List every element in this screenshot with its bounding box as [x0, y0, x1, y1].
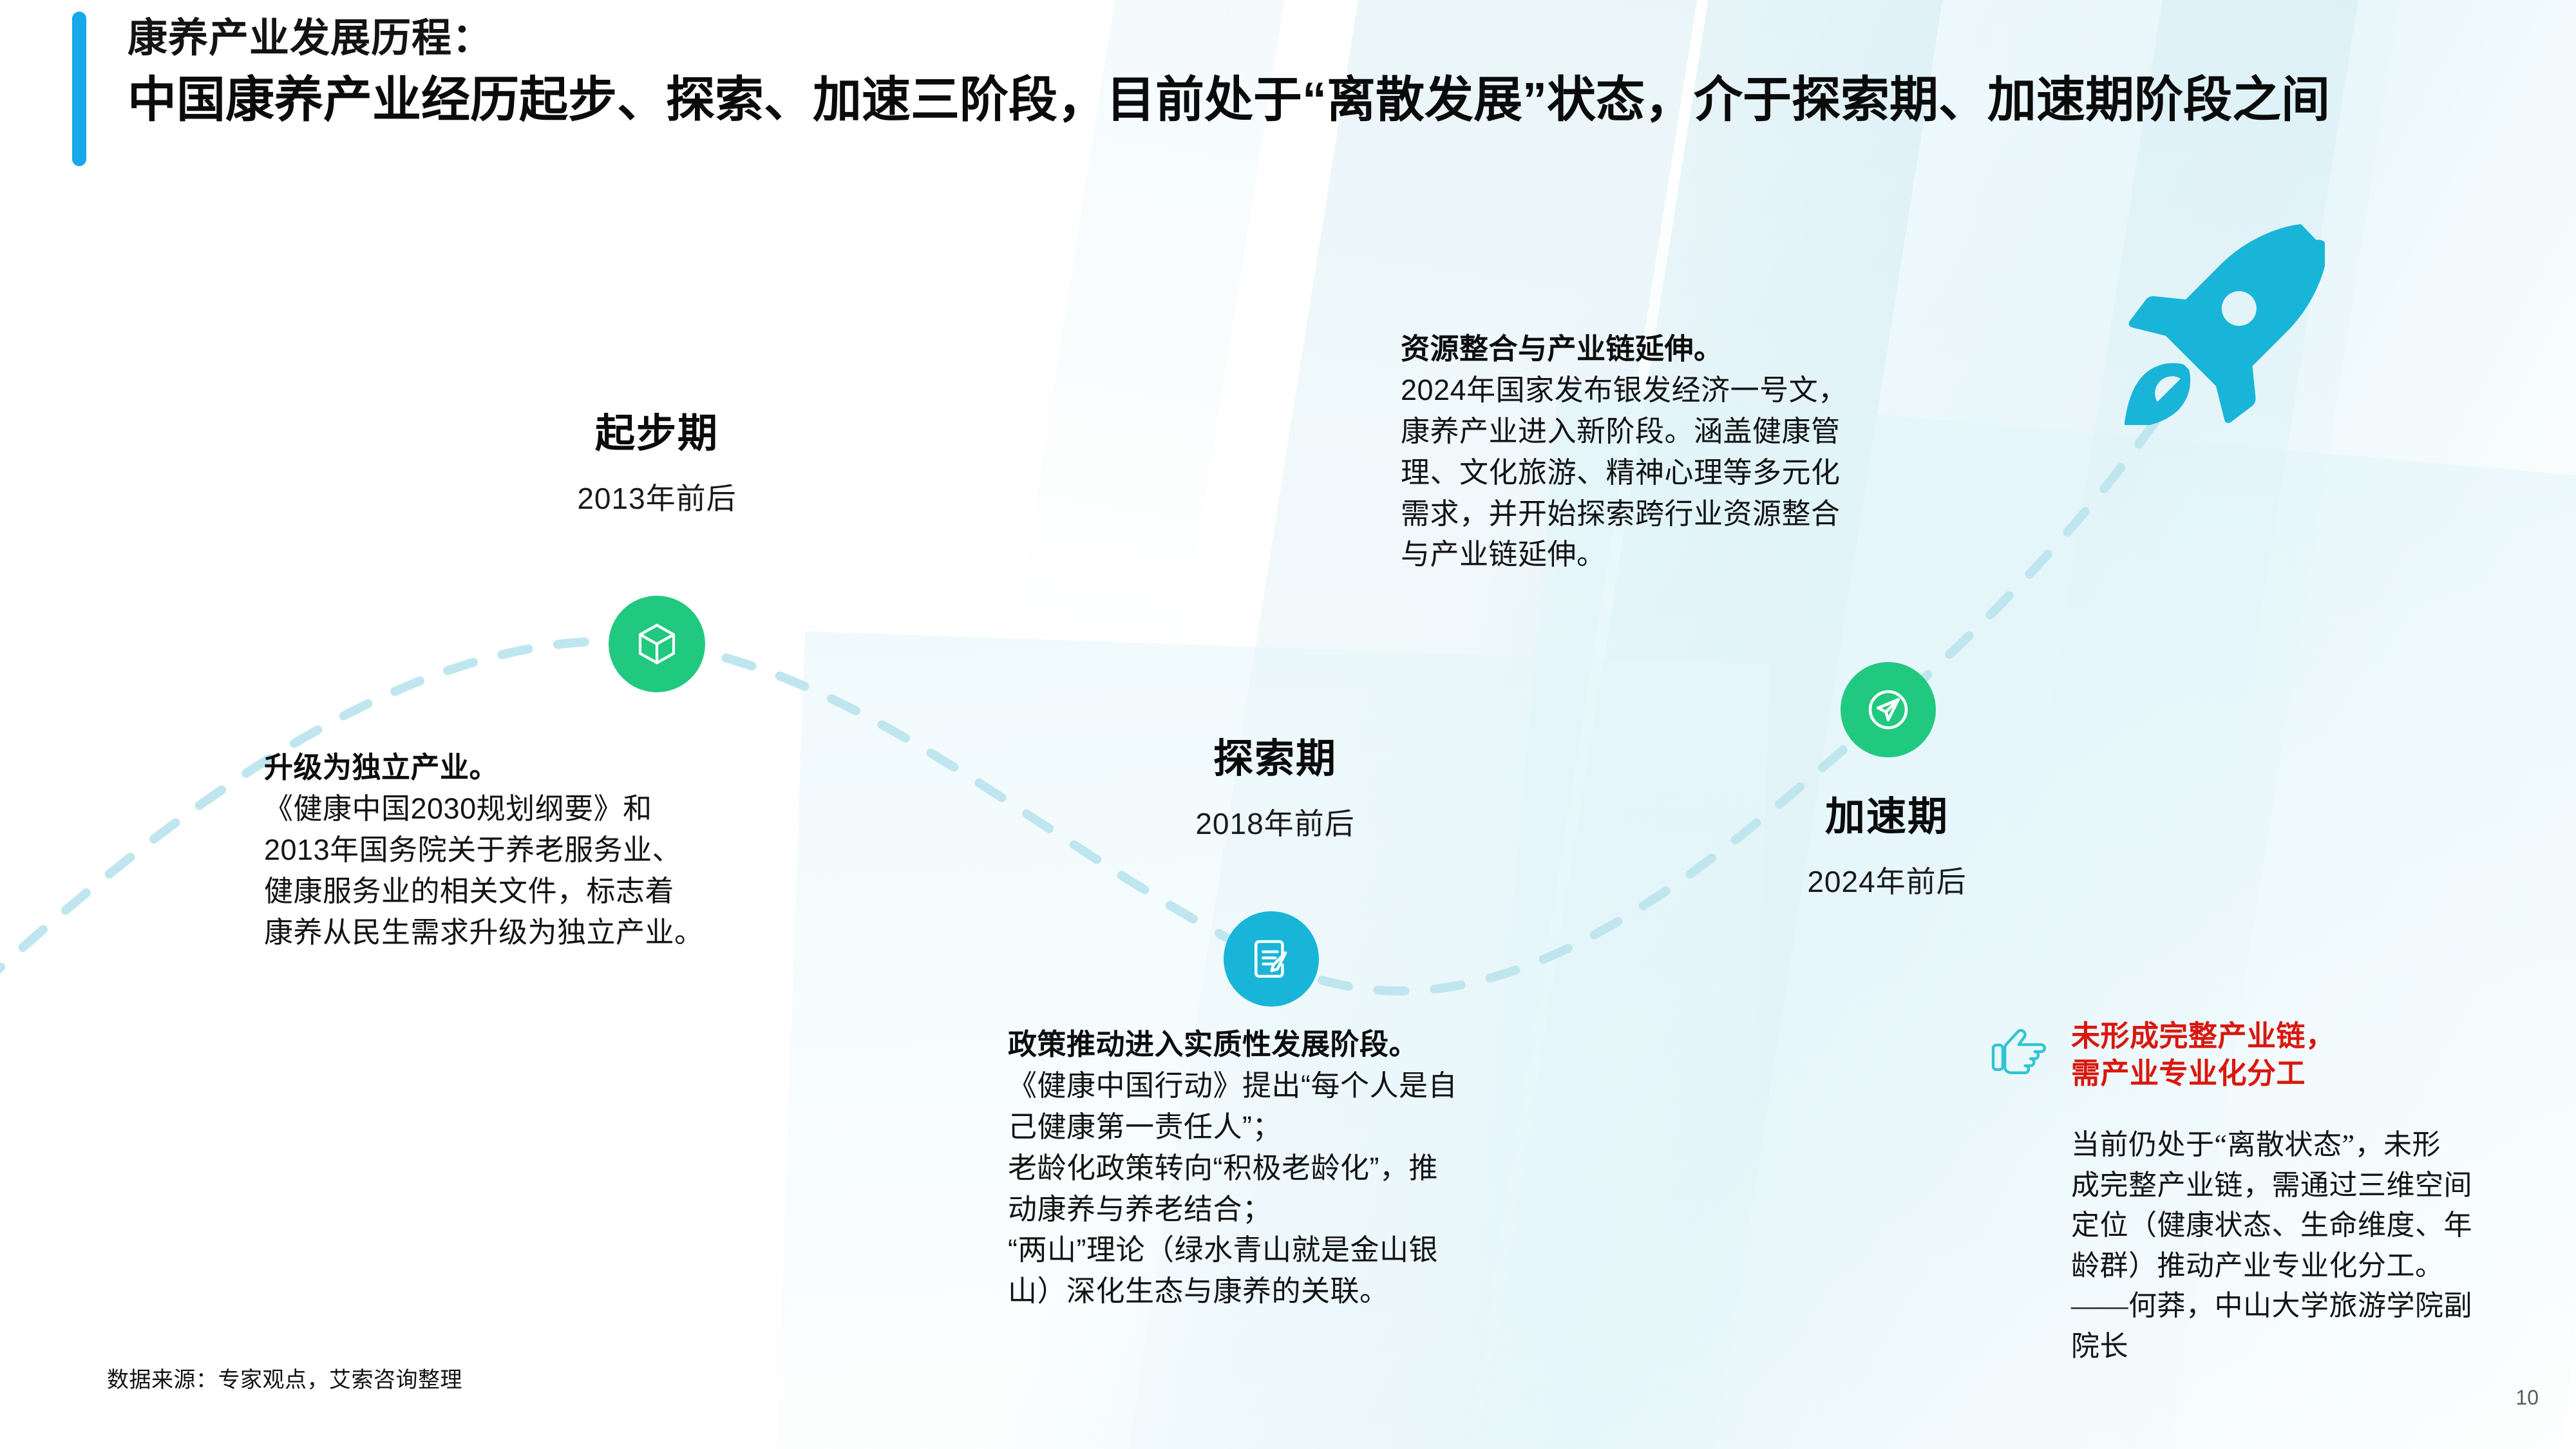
source-note: 数据来源：专家观点，艾索咨询整理: [107, 1368, 462, 1392]
stage-name: 起步期: [594, 412, 719, 456]
document-edit-icon: [1255, 940, 1287, 978]
pointing-hand-icon: [1991, 1028, 2046, 1074]
page-number: 10: [2515, 1386, 2539, 1409]
description-explore: 政策推动进入实质性发展阶段。 《健康中国行动》提出“每个人是自 己健康第一责任人…: [1008, 1024, 1690, 1312]
stage-year: 2013年前后: [577, 482, 737, 516]
callout-block: 未形成完整产业链， 需产业专业化分工 当前仍处于“离散状态”，未形 成完整产业链…: [1990, 1018, 2505, 1367]
stage-name: 探索期: [1213, 737, 1337, 781]
title-accent-bar: [72, 12, 86, 166]
stage-name: 加速期: [1824, 795, 1949, 839]
page-title: 康养产业发展历程： 中国康养产业经历起步、探索、加速三阶段，目前处于“离散发展”…: [128, 13, 2382, 133]
callout-title-line: 未形成完整产业链，: [2071, 1019, 2335, 1052]
description-line: 康养产业进入新阶段。涵盖健康管: [1401, 414, 1841, 448]
description-line: 《健康中国行动》提出“每个人是自: [1008, 1068, 1457, 1102]
stage-label-explore: 探索期 2018年前后: [1121, 737, 1430, 843]
send-plane-icon: [1868, 690, 1908, 730]
callout-title: 未形成完整产业链， 需产业专业化分工: [2071, 1018, 2335, 1092]
callout-body: 当前仍处于“离散状态”，未形 成完整产业链，需通过三维空间 定位（健康状态、生命…: [2071, 1125, 2504, 1367]
stage-marker-accel[interactable]: [1841, 662, 1936, 757]
description-heading: 升级为独立产业。: [264, 751, 499, 784]
description-accel: 资源整合与产业链延伸。 2024年国家发布银发经济一号文， 康养产业进入新阶段。…: [1401, 328, 2045, 575]
description-heading: 政策推动进入实质性发展阶段。: [1008, 1028, 1419, 1061]
stage-marker-start[interactable]: [609, 596, 705, 692]
description-line: 山）深化生态与康养的关联。: [1008, 1274, 1389, 1308]
stage-year: 2024年前后: [1807, 865, 1967, 899]
stage-label-start: 起步期 2013年前后: [489, 412, 824, 518]
description-line: 2013年国务院关于养老服务业、: [264, 833, 682, 866]
callout-body-line: 院长: [2071, 1330, 2128, 1362]
rocket-icon: [2124, 224, 2325, 425]
description-start: 升级为独立产业。 《健康中国2030规划纲要》和 2013年国务院关于养老服务业…: [264, 747, 869, 952]
stage-marker-explore[interactable]: [1224, 911, 1319, 1007]
stage-label-accel: 加速期 2024年前后: [1726, 795, 2048, 901]
description-line: 需求，并开始探索跨行业资源整合: [1401, 497, 1841, 530]
title-headline: 中国康养产业经历起步、探索、加速三阶段，目前处于“离散发展”状态，介于探索期、加…: [128, 73, 2330, 128]
callout-body-line: 成完整产业链，需通过三维空间: [2071, 1169, 2472, 1201]
title-eyebrow: 康养产业发展历程：: [128, 16, 493, 61]
description-line: 己健康第一责任人”；: [1008, 1110, 1282, 1143]
callout-body-line: ——何莽，中山大学旅游学院副: [2071, 1290, 2472, 1322]
description-line: 《健康中国2030规划纲要》和: [264, 791, 652, 825]
callout-body-line: 龄群）推动产业专业化分工。: [2071, 1249, 2444, 1282]
description-line: 老龄化政策转向“积极老龄化”，推: [1008, 1151, 1438, 1184]
callout-body-line: 定位（健康状态、生命维度、年: [2071, 1209, 2472, 1242]
cube-icon: [638, 623, 676, 665]
description-heading: 资源整合与产业链延伸。: [1401, 332, 1723, 365]
callout-title-line: 需产业专业化分工: [2071, 1056, 2306, 1090]
description-line: 与产业链延伸。: [1401, 538, 1606, 571]
description-line: “两山”理论（绿水青山就是金山银: [1008, 1233, 1438, 1267]
stage-year: 2018年前后: [1195, 807, 1355, 841]
description-line: 健康服务业的相关文件，标志着: [264, 874, 675, 907]
description-line: 2024年国家发布银发经济一号文，: [1401, 373, 1848, 406]
description-line: 动康养与养老结合；: [1008, 1192, 1272, 1226]
callout-body-line: 当前仍处于“离散状态”，未形: [2071, 1129, 2441, 1161]
description-line: 理、文化旅游、精神心理等多元化: [1401, 455, 1841, 489]
description-line: 康养从民生需求升级为独立产业。: [264, 915, 704, 949]
